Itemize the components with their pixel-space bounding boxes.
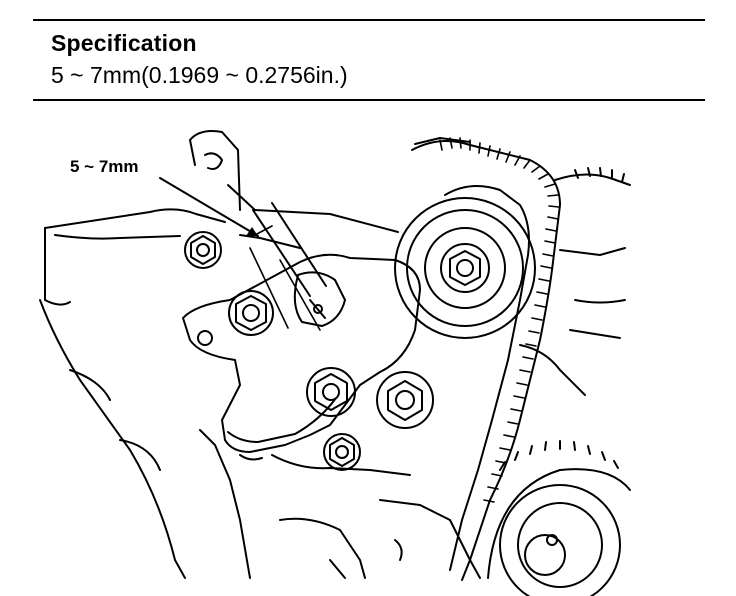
specification-value: 5 ~ 7mm(0.1969 ~ 0.2756in.): [51, 62, 348, 88]
lower-tensioner-bolt: [306, 367, 356, 417]
bottom-bolt: [323, 433, 361, 471]
belt-teeth: [439, 137, 560, 503]
tensioner-pulley: [394, 197, 536, 339]
timing-belt: [411, 137, 561, 581]
camshaft-sprocket: [554, 167, 631, 339]
tensioner-bolt: [228, 290, 274, 336]
top-rule: [33, 19, 705, 21]
specification-title: Specification: [51, 30, 197, 56]
bottom-rule: [33, 99, 705, 101]
crankshaft-sprocket: [487, 440, 631, 596]
tensioner-arm: [182, 253, 421, 461]
idler-bolt: [376, 371, 434, 429]
gap-measurement-callout: [159, 177, 327, 331]
callout-label: 5 ~ 7mm: [70, 157, 139, 176]
engine-block-outline: [39, 130, 586, 579]
upper-left-bolt: [184, 231, 222, 269]
